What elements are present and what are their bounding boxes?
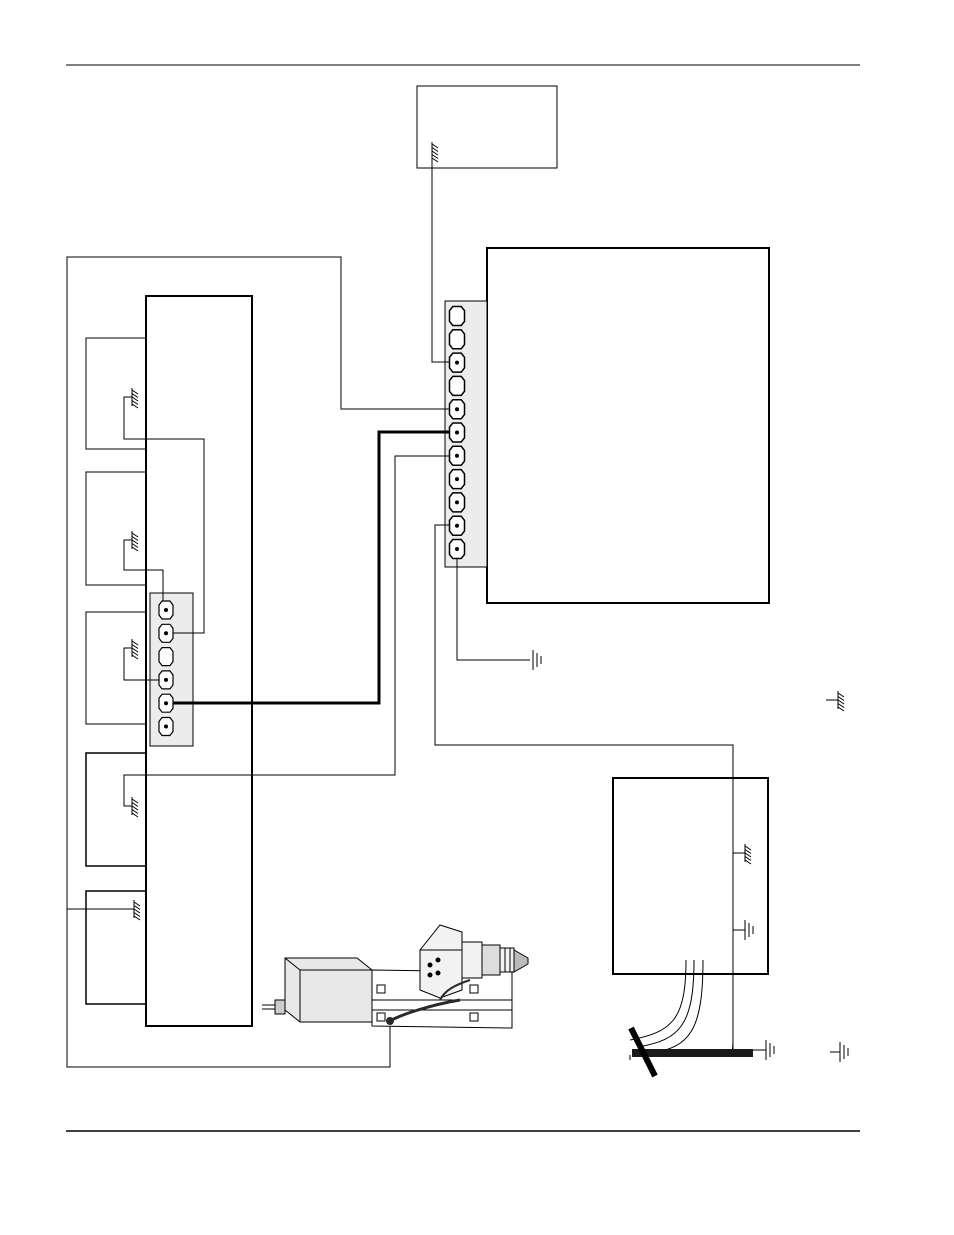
rack-module-1	[85, 337, 146, 450]
wire-terminal-11-to-ground	[456, 549, 530, 661]
chassis-ground-icon	[131, 531, 139, 552]
lower-box-lead-2	[637, 959, 695, 1048]
earth-ground-icon	[765, 1040, 775, 1060]
heavy-cable-terminal-6-to-rack	[166, 430, 457, 705]
chassis-ground-icon	[131, 388, 139, 409]
terminal-dot	[164, 631, 168, 636]
terminal-dot	[455, 500, 459, 505]
terminal-dot	[164, 724, 168, 729]
rack-module-5	[85, 890, 146, 1005]
rack-terminal	[158, 646, 174, 667]
terminal-dot	[455, 430, 459, 435]
lower-box-lead-1	[629, 959, 687, 1041]
chassis-ground-icon	[837, 691, 845, 712]
main-terminal	[448, 305, 466, 327]
wire-loop-to-terminal-5	[66, 256, 457, 1068]
chassis-ground-icon	[133, 900, 141, 921]
main-terminal	[448, 329, 466, 350]
chassis-ground-icon	[131, 639, 139, 660]
torch-lifter-assembly	[262, 924, 529, 1029]
earth-ground-icon	[839, 1042, 849, 1062]
terminal-dot	[455, 477, 459, 482]
rack-module-4	[85, 752, 146, 867]
wire-top-box-to-terminal-3	[431, 151, 457, 363]
terminal-dot	[455, 523, 459, 528]
earth-ground-icon	[532, 650, 542, 670]
workpiece-marker	[628, 1026, 658, 1078]
top-box	[416, 85, 558, 169]
controller-rack	[145, 295, 253, 1027]
chassis-ground-icon	[431, 142, 439, 163]
terminal-dot	[455, 360, 459, 365]
wire-terminal-7-to-module-4	[123, 455, 457, 807]
work-plate	[632, 1049, 753, 1057]
wire-module-1-to-rack-terminal-2	[123, 396, 205, 634]
rack-module-2	[85, 471, 146, 586]
lower-right-box	[612, 777, 769, 975]
rack-module-3	[85, 611, 146, 725]
main-unit-box	[486, 247, 770, 604]
terminal-dot	[164, 701, 168, 706]
chassis-ground-icon	[131, 797, 139, 818]
terminal-dot	[164, 677, 168, 682]
earth-ground-icon	[744, 920, 754, 940]
terminal-dot	[455, 453, 459, 458]
main-terminal	[448, 375, 466, 397]
terminal-dot	[164, 608, 168, 612]
terminal-dot	[455, 547, 459, 551]
terminal-dot	[455, 407, 459, 412]
wire-module-3-to-rack-terminal-4	[123, 647, 166, 681]
chassis-ground-icon	[744, 844, 752, 865]
